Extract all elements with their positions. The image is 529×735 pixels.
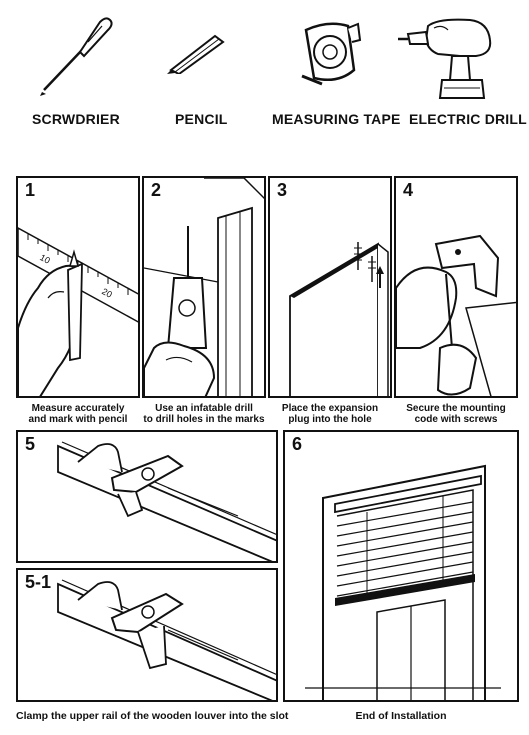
tool-label-pencil: PENCIL [175, 111, 228, 127]
step-6-number: 6 [290, 434, 305, 455]
screwdriver-icon [36, 12, 114, 96]
step-3-caption-line2: plug into the hole [288, 414, 372, 425]
step-4-caption-line1: Secure the mounting [406, 403, 506, 414]
step-5-number: 5 [23, 434, 38, 455]
step-3-caption-line1: Place the expansion [281, 403, 379, 414]
step-5-illustration [57, 441, 276, 561]
step-5-1-illustration [57, 579, 276, 700]
step-4-caption: Secure the mounting code with screws [394, 403, 518, 425]
electric-drill-icon [398, 10, 498, 102]
step-2-caption-line2: to drill holes in the marks [143, 414, 265, 425]
step-1-caption-line2: and mark with pencil [28, 414, 128, 425]
step-3-caption: Place the expansion plug into the hole [268, 403, 392, 425]
bottom-caption-end: End of Installation [355, 710, 447, 722]
step-3-illustration [289, 242, 389, 396]
step-5-1-panel: 5-1 [16, 568, 278, 702]
step-3-panel: 3 [268, 176, 392, 398]
step-4-caption-line2: code with screws [414, 414, 498, 425]
step-1-panel: 1 10 20 [16, 176, 140, 398]
step-2-number: 2 [149, 180, 164, 201]
step-4-number: 4 [401, 180, 416, 201]
pencil-icon [165, 30, 227, 76]
step-6-illustration [305, 464, 501, 700]
step-1-caption-line1: Measure accurately [31, 403, 125, 414]
step-1-caption: Measure accurately and mark with pencil [22, 403, 134, 425]
step-2-caption: Use an infatable drill to drill holes in… [142, 403, 266, 425]
step-2-illustration [144, 178, 264, 396]
bottom-caption-clamp: Clamp the upper rail of the wooden louve… [16, 710, 289, 722]
tool-label-measuring-tape: MEASURING TAPE [272, 111, 401, 127]
step-1-illustration [18, 227, 138, 396]
tool-label-screwdriver: SCRWDRIER [32, 111, 120, 127]
step-6-panel: 6 [283, 430, 519, 702]
step-2-caption-line1: Use an infatable drill [155, 403, 253, 414]
tool-label-electric-drill: ELECTRIC DRILL [409, 111, 527, 127]
step-4-panel: 4 [394, 176, 518, 398]
step-5-1-number: 5-1 [23, 572, 54, 593]
step-1-number: 1 [23, 180, 38, 201]
step-3-number: 3 [275, 180, 290, 201]
step-5-panel: 5 [16, 430, 278, 563]
step-4-illustration [396, 234, 516, 396]
step-2-panel: 2 [142, 176, 266, 398]
measuring-tape-icon [298, 18, 364, 88]
